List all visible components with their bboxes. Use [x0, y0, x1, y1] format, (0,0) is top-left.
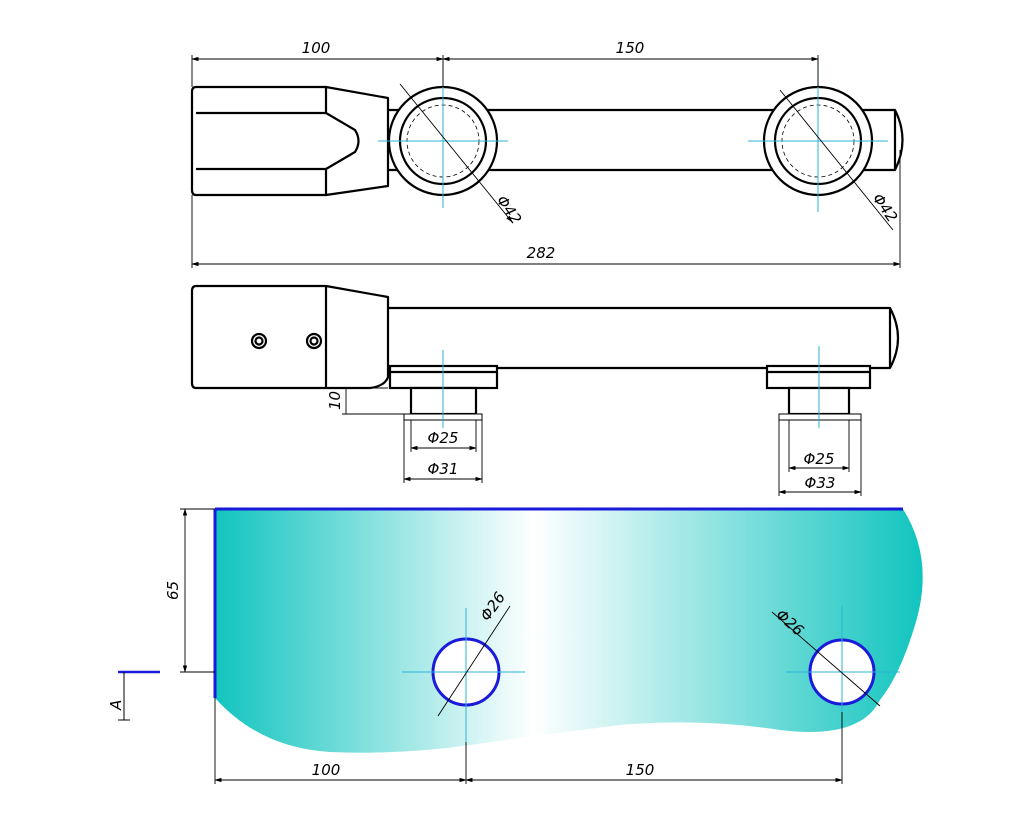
dia-side-left-inner: Φ25: [428, 429, 459, 447]
dia-side-right-inner: Φ25: [804, 450, 835, 468]
side-view-centerlines: [442, 346, 820, 428]
dim-top-100: 100: [302, 39, 331, 57]
glass-centerlines: [402, 606, 900, 742]
dia-top-right: Φ42: [869, 190, 901, 226]
dim-side-10: 10: [326, 391, 344, 410]
section-label: A: [107, 700, 125, 711]
top-view-dimensions: 100 150 282 Φ42 Φ42: [191, 39, 901, 268]
side-view-dimensions: 10 Φ25 Φ31 Φ25 Φ33: [326, 387, 862, 496]
dim-glass-65: 65: [164, 581, 182, 600]
dim-top-150: 150: [616, 39, 645, 57]
glass-view: 65 100 150 Φ26 Φ26 A: [107, 507, 923, 784]
top-view: 100 150 282 Φ42 Φ42: [190, 39, 904, 268]
dia-side-right-outer: Φ33: [805, 474, 836, 492]
dim-glass-150: 150: [626, 761, 655, 779]
side-view: 10 Φ25 Φ31 Φ25 Φ33: [190, 284, 900, 496]
side-view-body: [190, 284, 900, 421]
dim-top-282: 282: [527, 244, 556, 262]
section-marker: A: [107, 670, 160, 721]
dia-side-left-outer: Φ31: [428, 460, 459, 478]
dia-top-left: Φ42: [493, 192, 525, 228]
dim-glass-100: 100: [312, 761, 341, 779]
glass-panel: [215, 509, 923, 753]
